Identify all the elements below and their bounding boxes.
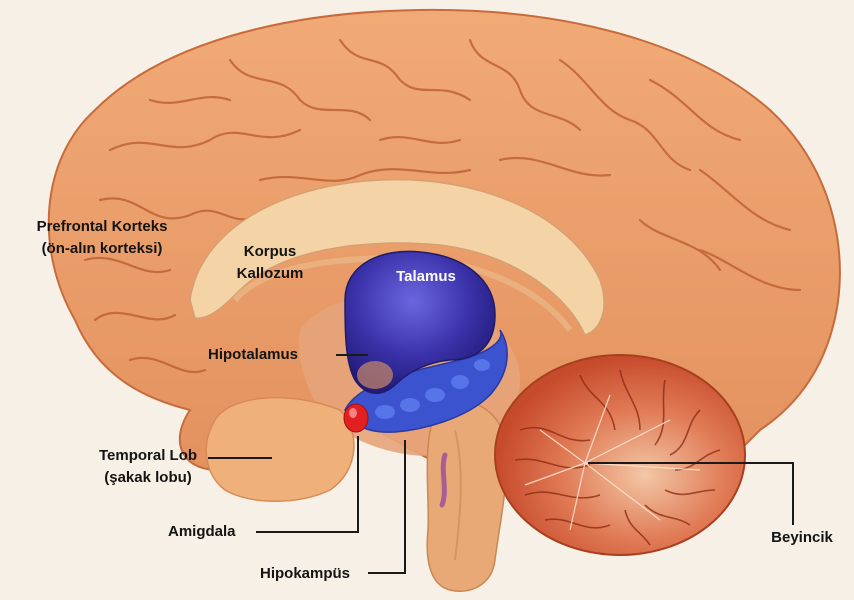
label-prefrontal-line2: (ön-alın korteksi) bbox=[14, 238, 190, 260]
label-temporal-lobe: Temporal Lob (şakak lobu) bbox=[88, 445, 208, 489]
label-talamus: Talamus bbox=[380, 266, 472, 288]
temporal-lobe bbox=[206, 398, 354, 502]
label-hipokampus: Hipokampüs bbox=[260, 563, 366, 585]
label-amigdala: Amigdala bbox=[168, 521, 254, 543]
label-korpus-line1: Korpus bbox=[220, 241, 320, 263]
label-temporal-line1: Temporal Lob bbox=[88, 445, 208, 467]
label-prefrontal-line1: Prefrontal Korteks bbox=[14, 216, 190, 238]
amygdala bbox=[344, 404, 368, 432]
label-hipotalamus: Hipotalamus bbox=[208, 344, 334, 366]
label-korpus-line2: Kallozum bbox=[220, 263, 320, 285]
label-corpus-callosum: Korpus Kallozum bbox=[220, 241, 320, 285]
brainstem bbox=[427, 399, 506, 591]
hypothalamus bbox=[357, 361, 393, 389]
leader-hipokampus bbox=[368, 440, 405, 573]
label-temporal-line2: (şakak lobu) bbox=[88, 467, 208, 489]
label-beyincik: Beyincik bbox=[762, 527, 842, 549]
label-prefrontal-cortex: Prefrontal Korteks (ön-alın korteksi) bbox=[14, 216, 190, 260]
